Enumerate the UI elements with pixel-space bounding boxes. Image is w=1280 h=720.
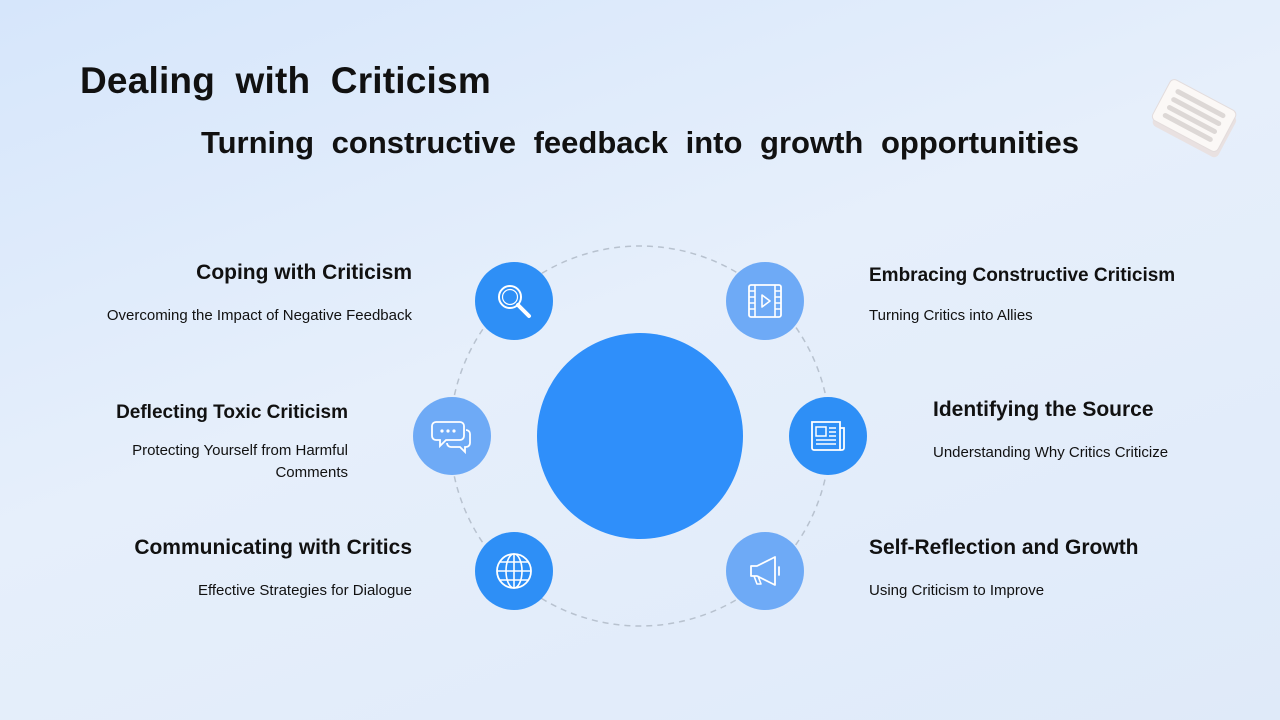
item-desc-embracing: Turning Critics into Allies — [869, 307, 1033, 324]
chat-bubbles-icon — [431, 421, 471, 455]
notepad-illustration — [1151, 79, 1237, 158]
node-embracing — [726, 262, 804, 340]
search-icon — [498, 285, 531, 318]
item-heading-embracing: Embracing Constructive Criticism — [869, 265, 1176, 286]
video-icon — [748, 284, 782, 318]
item-heading-deflecting: Deflecting Toxic Criticism — [116, 402, 348, 423]
node-communicating — [475, 532, 553, 610]
node-coping — [475, 262, 553, 340]
item-heading-coping: Coping with Criticism — [196, 261, 412, 284]
node-self-reflection — [726, 532, 804, 610]
node-deflecting — [413, 397, 491, 475]
item-heading-self-reflection: Self-Reflection and Growth — [869, 536, 1139, 559]
item-desc-coping: Overcoming the Impact of Negative Feedba… — [106, 307, 412, 324]
item-desc-self-reflection: Using Criticism to Improve — [869, 582, 1045, 599]
center-circle — [537, 333, 743, 539]
item-desc-deflecting: Protecting Yourself from Harmful Comment… — [132, 442, 348, 481]
item-heading-communicating: Communicating with Critics — [134, 536, 412, 559]
node-identifying — [789, 397, 867, 475]
page-subtitle: Turning constructive feedback into growt… — [200, 125, 1079, 160]
globe-icon — [496, 553, 532, 589]
item-heading-identifying: Identifying the Source — [933, 398, 1154, 421]
item-desc-identifying: Understanding Why Critics Criticize — [933, 444, 1169, 461]
item-desc-communicating: Effective Strategies for Dialogue — [197, 582, 412, 599]
megaphone-icon — [750, 556, 780, 586]
page-title: Dealing with Criticism — [80, 60, 491, 101]
newspaper-icon — [811, 421, 845, 451]
